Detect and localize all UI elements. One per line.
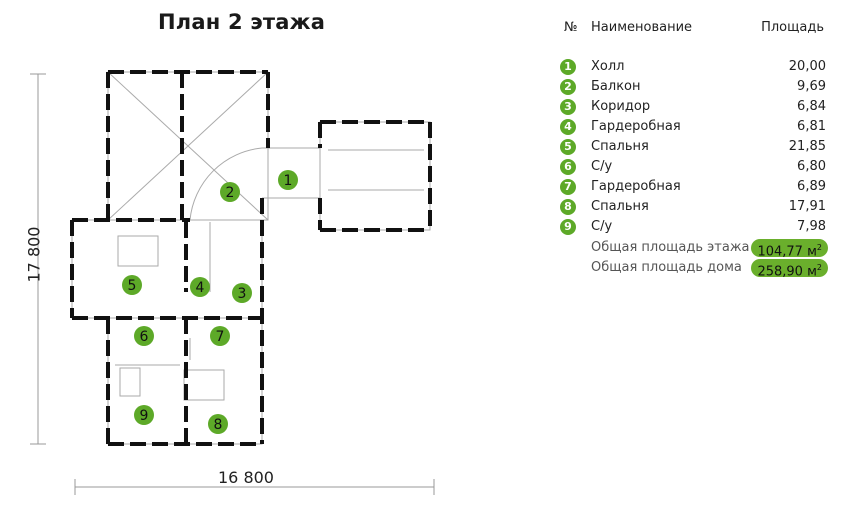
room-marker-circle [210, 326, 230, 346]
table-row: 3 Коридор 6,84 [556, 98, 836, 118]
room-marker-label: 4 [196, 280, 205, 296]
room-marker-label: 6 [140, 329, 149, 345]
room-marker: 1 [278, 170, 298, 190]
room-marker: 5 [122, 275, 142, 295]
height-dimension: 17 800 [24, 226, 44, 283]
room-area: 21,85 [788, 139, 826, 154]
room-marker: 7 [210, 326, 230, 346]
room-marker: 2 [220, 182, 240, 202]
unit-superscript: 2 [816, 263, 822, 272]
room-number-badge: 5 [560, 139, 576, 155]
plan-title: План 2 этажа [158, 10, 326, 34]
room-area: 17,91 [788, 199, 826, 214]
room-marker-circle [278, 170, 298, 190]
room-area: 6,80 [797, 159, 826, 174]
room-marker-label: 2 [226, 185, 235, 201]
table-row: 6 С/у 6,80 [556, 158, 836, 178]
room-number-badge: 6 [560, 159, 576, 175]
table-row: 1 Холл 20,00 [556, 58, 836, 78]
table-row: 4 Гардеробная 6,81 [556, 118, 836, 138]
walls [70, 70, 432, 446]
room-number-badge: 9 [560, 219, 576, 235]
room-name: Спальня [591, 139, 649, 154]
room-name: С/у [591, 219, 613, 234]
room-area: 20,00 [788, 59, 826, 74]
room-marker-label: 7 [216, 329, 225, 345]
room-area: 6,84 [797, 99, 826, 114]
room-marker-circle [220, 182, 240, 202]
room-marker: 6 [134, 326, 154, 346]
header-num: № [564, 20, 578, 35]
room-area: 9,69 [797, 79, 826, 94]
room-marker-label: 3 [238, 286, 247, 302]
room-area: 6,81 [797, 119, 826, 134]
room-marker-circle [208, 414, 228, 434]
room-marker-label: 9 [140, 408, 149, 424]
table-row: 2 Балкон 9,69 [556, 78, 836, 98]
room-marker: 4 [190, 277, 210, 297]
room-marker-label: 8 [214, 417, 223, 433]
total-label: Общая площадь этажа [591, 240, 750, 255]
unit-superscript: 2 [816, 243, 822, 252]
room-marker-circle [122, 275, 142, 295]
room-name: Гардеробная [591, 119, 681, 134]
room-number-badge: 1 [560, 59, 576, 75]
table-row: 8 Спальня 17,91 [556, 198, 836, 218]
room-name: Балкон [591, 79, 641, 94]
room-number-badge: 4 [560, 119, 576, 135]
total-value-badge: 104,77 м2 [751, 239, 828, 260]
table-row: 5 Спальня 21,85 [556, 138, 836, 158]
room-number-badge: 7 [560, 179, 576, 195]
table-row: 7 Гардеробная 6,89 [556, 178, 836, 198]
width-dimension: 16 800 [218, 468, 274, 487]
room-marker-circle [134, 405, 154, 425]
total-label: Общая площадь дома [591, 260, 742, 275]
room-number-badge: 8 [560, 199, 576, 215]
room-name: Коридор [591, 99, 651, 114]
room-marker-circle [190, 277, 210, 297]
room-marker: 3 [232, 283, 252, 303]
room-marker-label: 5 [128, 278, 137, 294]
header-name: Наименование [591, 20, 693, 35]
room-number-badge: 3 [560, 99, 576, 115]
room-name: С/у [591, 159, 613, 174]
total-value: 104,77 м [757, 244, 817, 260]
thin-outline [71, 71, 431, 445]
room-name: Спальня [591, 199, 649, 214]
room-area: 7,98 [797, 219, 826, 234]
dimension-lines [30, 73, 435, 495]
table-row: 9 С/у 7,98 [556, 218, 836, 238]
room-marker-circle [134, 326, 154, 346]
total-value-badge: 258,90 м2 [751, 259, 828, 280]
room-marker: 8 [208, 414, 228, 434]
room-marker-circle [232, 283, 252, 303]
room-markers: 1 2 3 4 5 6 7 8 9 [122, 170, 298, 434]
room-name: Холл [591, 59, 625, 74]
header-area: Площадь [761, 20, 824, 35]
room-marker-label: 1 [284, 173, 293, 189]
room-marker: 9 [134, 405, 154, 425]
room-name: Гардеробная [591, 179, 681, 194]
room-number-badge: 2 [560, 79, 576, 95]
total-value: 258,90 м [757, 264, 817, 280]
room-area: 6,89 [797, 179, 826, 194]
